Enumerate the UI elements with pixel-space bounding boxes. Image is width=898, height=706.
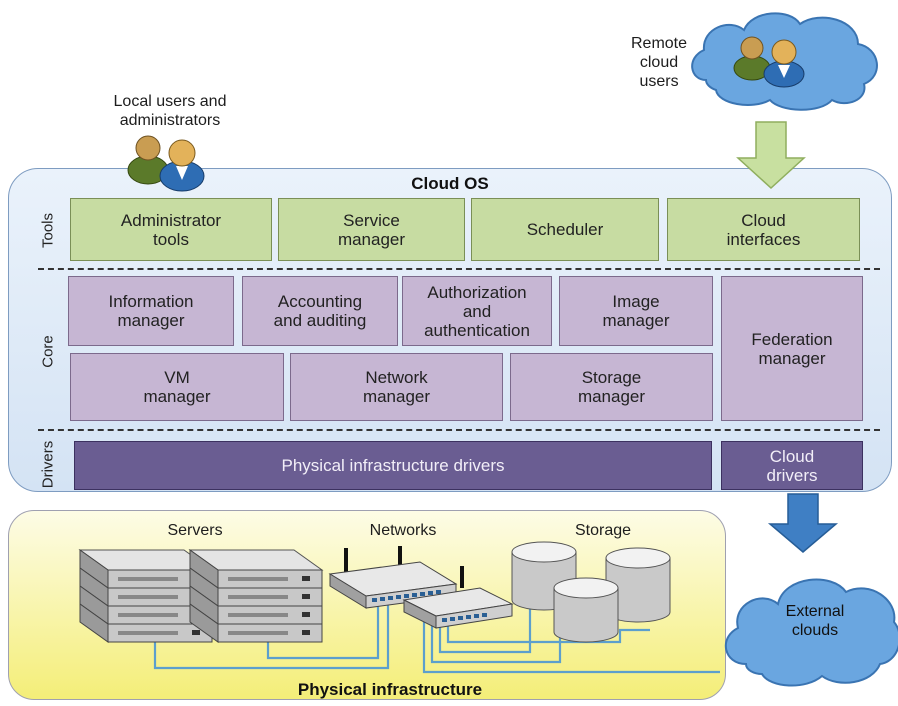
inbound-arrow-icon	[736, 121, 806, 190]
administrator-tools-box: Administrator tools	[70, 198, 272, 261]
physical-infrastructure-title: Physical infrastructure	[297, 680, 483, 699]
cloud-drivers-box: Cloud drivers	[721, 441, 863, 490]
servers-label: Servers	[167, 522, 223, 539]
vm-manager-box: VM manager	[70, 353, 284, 421]
server-rack-icon	[78, 549, 214, 643]
local-users-label: Local users and administrators	[113, 93, 227, 129]
remote-users-label: Remote cloud users	[630, 35, 688, 90]
external-clouds-label: External clouds	[785, 603, 845, 639]
service-manager-box: Service manager	[278, 198, 465, 261]
tools-core-divider	[38, 268, 880, 270]
authorization-authentication-box: Authorization and authentication	[402, 276, 552, 346]
network-switch-icon	[402, 566, 514, 629]
network-manager-box: Network manager	[290, 353, 503, 421]
remote-users-icon	[733, 36, 805, 88]
federation-manager-box: Federation manager	[721, 276, 863, 421]
core-drivers-divider	[38, 429, 880, 431]
server-rack-icon	[188, 549, 324, 643]
image-manager-box: Image manager	[559, 276, 713, 346]
information-manager-box: Information manager	[68, 276, 234, 346]
accounting-auditing-box: Accounting and auditing	[242, 276, 398, 346]
networks-label: Networks	[369, 522, 437, 539]
scheduler-box: Scheduler	[471, 198, 659, 261]
local-users-icon	[127, 135, 205, 192]
storage-disk-icon	[553, 577, 619, 643]
storage-label: Storage	[574, 522, 632, 539]
network-switch-icon	[328, 546, 458, 609]
physical-infrastructure-drivers-box: Physical infrastructure drivers	[74, 441, 712, 490]
network-cables	[153, 596, 720, 674]
cloud-interfaces-box: Cloud interfaces	[667, 198, 860, 261]
cloud-os-title: Cloud OS	[411, 174, 489, 193]
outbound-arrow-icon	[767, 493, 839, 553]
external-cloud-icon	[724, 578, 898, 687]
storage-manager-box: Storage manager	[510, 353, 713, 421]
